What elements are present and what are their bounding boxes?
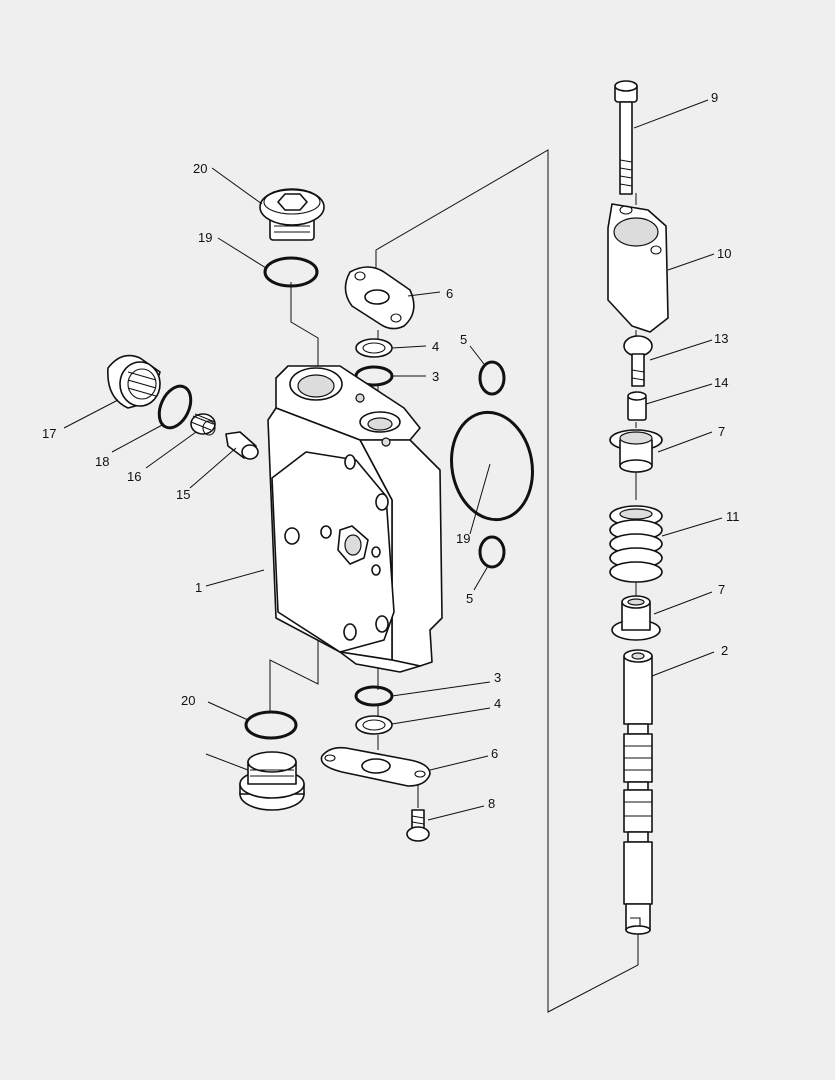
callout-17: 18 bbox=[95, 454, 109, 469]
spool bbox=[623, 649, 653, 935]
valve-body bbox=[267, 365, 443, 673]
callout-19-lower: 20 bbox=[181, 693, 195, 708]
callout-16: 17 bbox=[42, 426, 56, 441]
callout-2: 2 bbox=[721, 643, 728, 658]
callout-15: 16 bbox=[127, 469, 141, 484]
callout-1: 1 bbox=[195, 580, 202, 595]
o-ring-upper bbox=[263, 256, 319, 288]
poppet bbox=[225, 431, 259, 460]
callout-12: 13 bbox=[714, 331, 728, 346]
spring-main bbox=[609, 505, 663, 583]
callout-5-upper: 5 bbox=[460, 332, 467, 347]
callout-3-upper: 3 bbox=[432, 369, 439, 384]
callout-labels: 20 19 6 4 3 5 17 18 16 15 1 19 5 3 4 6 8… bbox=[42, 90, 740, 811]
spring-small bbox=[190, 413, 216, 436]
callout-10: 10 bbox=[717, 246, 731, 261]
spring-seat-upper bbox=[609, 429, 663, 473]
o-ring-side-lower bbox=[478, 535, 506, 569]
plug-lower bbox=[239, 751, 305, 811]
cap-block bbox=[607, 203, 669, 333]
o-ring-large bbox=[450, 410, 534, 522]
callout-20-upper: 20 bbox=[193, 161, 207, 176]
plug-upper bbox=[259, 188, 325, 241]
callout-11: 11 bbox=[726, 509, 740, 524]
o-ring-small-lower bbox=[354, 685, 394, 707]
callout-4-upper: 4 bbox=[432, 339, 439, 354]
callout-7-lower: 7 bbox=[718, 582, 725, 597]
screw-small bbox=[406, 809, 430, 842]
o-ring-lower bbox=[244, 710, 298, 740]
plug-side bbox=[107, 354, 161, 409]
flange-lower bbox=[320, 746, 431, 787]
callout-6-upper: 6 bbox=[446, 286, 453, 301]
callout-4-lower: 4 bbox=[494, 696, 501, 711]
callout-leaders bbox=[63, 99, 723, 821]
flange-upper bbox=[344, 266, 415, 330]
callout-6-lower: 6 bbox=[491, 746, 498, 761]
o-ring-side-plug bbox=[157, 384, 193, 430]
spring-seat-lower bbox=[611, 595, 661, 641]
sleeve bbox=[627, 391, 647, 421]
bolt-long bbox=[614, 80, 638, 195]
callout-18: 19 bbox=[456, 531, 470, 546]
callout-19-upper: 19 bbox=[198, 230, 212, 245]
backup-ring-upper bbox=[355, 338, 393, 358]
callout-14: 15 bbox=[176, 487, 190, 502]
callout-9: 9 bbox=[711, 90, 718, 105]
callout-8: 8 bbox=[488, 796, 495, 811]
callout-3-lower: 3 bbox=[494, 670, 501, 685]
backup-ring-lower bbox=[355, 715, 393, 735]
callout-7-upper: 7 bbox=[718, 424, 725, 439]
o-ring-side-upper bbox=[478, 360, 506, 396]
screw-piston bbox=[623, 335, 653, 387]
callout-5-lower: 5 bbox=[466, 591, 473, 606]
callout-13: 14 bbox=[714, 375, 728, 390]
